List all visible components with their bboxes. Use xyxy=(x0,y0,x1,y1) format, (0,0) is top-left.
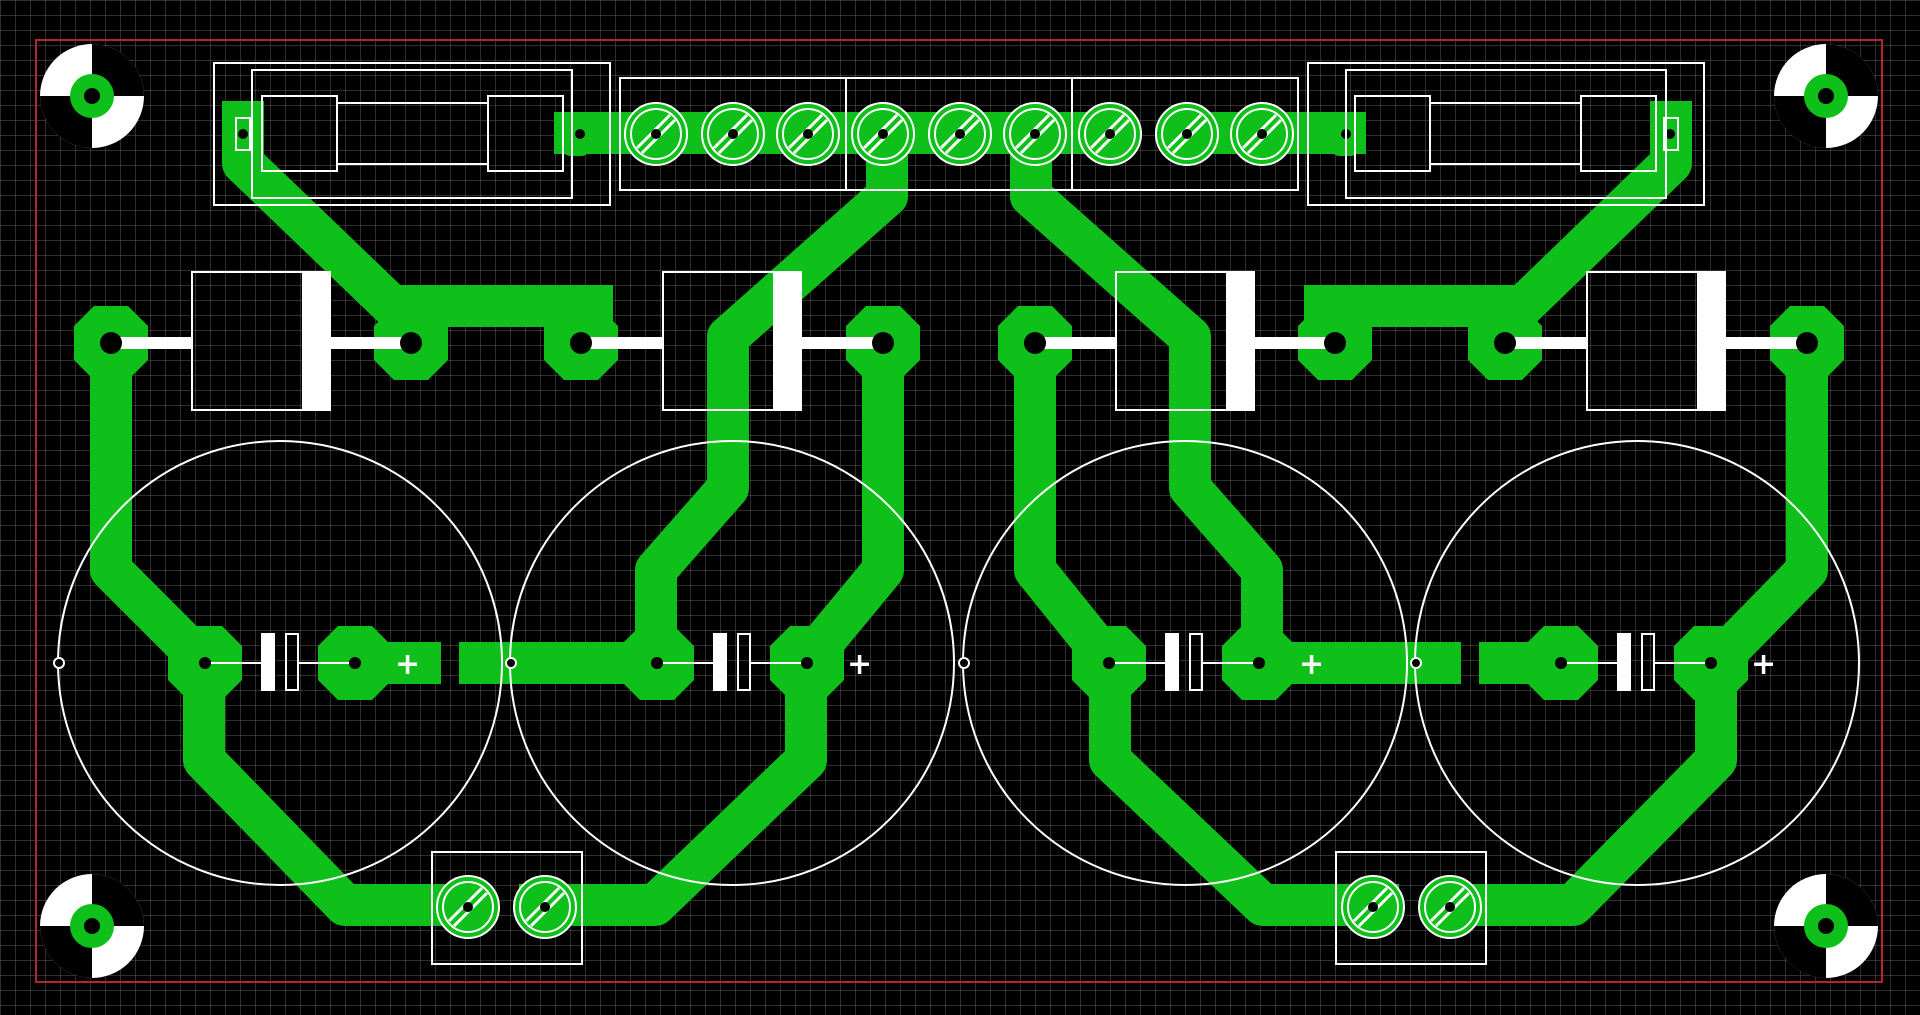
film-capacitor xyxy=(111,271,411,411)
film-capacitor xyxy=(581,271,883,411)
terminal-block-2pin xyxy=(1335,851,1487,965)
film-capacitor xyxy=(1505,271,1807,411)
trace-right-mid xyxy=(1014,322,1399,926)
terminal-block-outlines xyxy=(431,77,1487,965)
electrolytic-capacitor: + xyxy=(1410,440,1860,886)
fuse-holder-right xyxy=(1307,62,1705,206)
screw-terminal-icon xyxy=(1155,102,1219,166)
film-capacitors xyxy=(111,271,1807,411)
electrolytic-capacitor: + xyxy=(958,440,1408,886)
polarity-plus-label: + xyxy=(847,647,872,682)
mounting-hole-icon xyxy=(1774,44,1878,148)
polarity-plus-label: + xyxy=(1751,647,1776,682)
screw-terminal-icon xyxy=(851,102,915,166)
polarity-plus-label: + xyxy=(1299,647,1324,682)
trace-left-mid xyxy=(519,322,904,926)
polarity-plus-label: + xyxy=(395,647,420,682)
screw-terminal-icon xyxy=(1230,102,1294,166)
trace-right-ground xyxy=(1437,322,1828,926)
mounting-hole-icon xyxy=(1774,874,1878,978)
screw-terminal-icon xyxy=(436,875,500,939)
screw-terminal-icon xyxy=(513,875,577,939)
screw-terminal-icon xyxy=(928,102,992,166)
electrolytic-capacitors: + + + + xyxy=(53,440,1860,886)
mounting-holes xyxy=(40,44,1878,978)
pad-holes xyxy=(100,129,1818,669)
mounting-hole-icon xyxy=(40,874,144,978)
screw-terminal-icon xyxy=(1341,875,1405,939)
fuse-holders xyxy=(213,62,1705,206)
screw-terminal-icon xyxy=(1003,102,1067,166)
electrolytic-capacitor: + xyxy=(505,440,955,886)
screw-terminal-icon xyxy=(776,102,840,166)
trace-left-ground xyxy=(90,322,481,926)
screw-terminal-icon xyxy=(1418,875,1482,939)
mounting-hole-icon xyxy=(40,44,144,148)
fuse-holder-left xyxy=(213,62,611,206)
electrolytic-capacitor: + xyxy=(53,440,503,886)
terminal-block-2pin xyxy=(431,851,583,965)
screw-terminal-icon xyxy=(624,102,688,166)
screw-terminals xyxy=(436,102,1482,939)
board-outline xyxy=(35,39,1883,983)
screw-terminal-icon xyxy=(1078,102,1142,166)
terminal-block-3pin xyxy=(1071,77,1299,191)
screw-terminal-icon xyxy=(701,102,765,166)
film-capacitor xyxy=(1035,271,1335,411)
